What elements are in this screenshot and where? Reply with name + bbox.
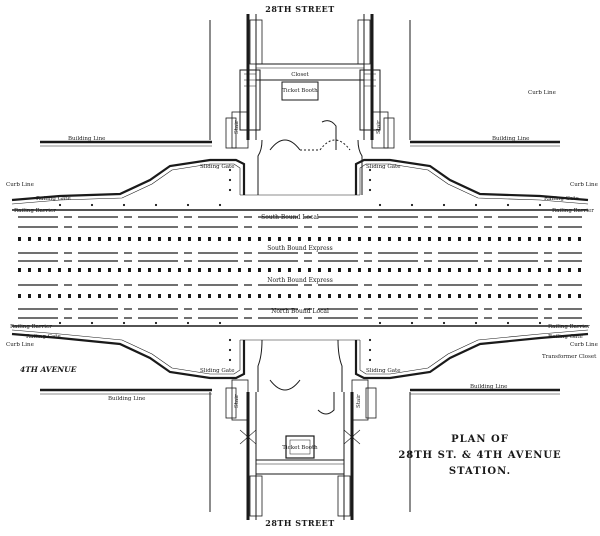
column-dot: [506, 203, 510, 207]
north-mezzanine: [239, 63, 381, 131]
column-dot: [378, 203, 382, 207]
column-dot: [410, 203, 414, 207]
column-dot: [154, 203, 158, 207]
column-dot: [506, 321, 510, 325]
title-line-1: PLAN OF: [451, 434, 509, 445]
stair-nw: Stair: [234, 120, 240, 134]
north-street-label: 28TH STREET: [265, 4, 334, 14]
column-dot: [186, 203, 190, 207]
curb-line-sw: Curb Line: [6, 342, 34, 348]
title-line-2: 28TH ST. & 4TH AVENUE: [398, 450, 561, 461]
column-dot: [122, 321, 126, 325]
column-dot: [442, 203, 446, 207]
column-dot: [228, 188, 232, 192]
column-dot: [122, 203, 126, 207]
column-dot: [474, 203, 478, 207]
column-dot: [228, 358, 232, 362]
railing-barrier-se: Railing Barrier: [548, 324, 590, 330]
column-dot: [90, 203, 94, 207]
south-platform: [11, 325, 589, 380]
column-dot: [154, 321, 158, 325]
column-dot: [228, 168, 232, 172]
sliding-gate-ne: Sliding Gate: [366, 164, 401, 170]
sliding-gate-nw: Sliding Gate: [200, 164, 235, 170]
south-street-walls: [209, 392, 411, 520]
column-dot: [368, 348, 372, 352]
column-dot: [218, 203, 222, 207]
column-dot: [228, 348, 232, 352]
railing-barrier-ne: Railing Barrier: [552, 208, 594, 214]
track-label-south-bound-express: South Bound Express: [267, 245, 332, 252]
column-dot: [410, 321, 414, 325]
transformer-closet-label: Transformer Closet: [542, 354, 597, 360]
building-line-ne: Building Line: [492, 136, 529, 142]
south-street-label: 28TH STREET: [265, 518, 334, 528]
curb-line-e: Curb Line: [528, 90, 556, 96]
column-dot: [368, 338, 372, 342]
column-dot: [90, 321, 94, 325]
sliding-gate-se: Sliding Gate: [366, 368, 401, 374]
ticket-booth-north: Ticket Booth: [282, 88, 318, 94]
column-dot: [218, 321, 222, 325]
column-dot: [368, 188, 372, 192]
railing-gate-ne: Railing Gate: [544, 196, 579, 202]
building-line-se: Building Line: [470, 384, 507, 390]
ticket-booth-south: Ticket Booth: [282, 445, 318, 451]
track-label-north-bound-express: North Bound Express: [267, 277, 333, 284]
column-dot: [186, 321, 190, 325]
column-dot: [378, 321, 382, 325]
tracks: [18, 216, 582, 319]
column-dot: [538, 321, 542, 325]
north-platform: [11, 158, 589, 211]
building-line-sw: Building Line: [108, 396, 145, 402]
column-dot: [538, 203, 542, 207]
north-building-lines: [40, 140, 560, 147]
railing-gate-nw: Railing Gate: [36, 196, 71, 202]
column-dot: [228, 338, 232, 342]
column-dot: [228, 178, 232, 182]
south-building-lines: [40, 388, 560, 395]
curb-line-se: Curb Line: [570, 342, 598, 348]
railing-barrier-sw: Railing Barrier: [10, 324, 52, 330]
column-dot: [442, 321, 446, 325]
south-mezzanine: [225, 339, 377, 517]
column-dot: [474, 321, 478, 325]
platform-columns: [58, 168, 542, 362]
building-line-nw: Building Line: [68, 136, 105, 142]
north-stairs: [225, 19, 395, 149]
closet-label: Closet: [291, 72, 309, 78]
track-label-north-bound-local: North Bound Local: [271, 308, 329, 315]
avenue-label: 4TH AVENUE: [20, 365, 77, 374]
stair-se: Stair: [356, 394, 362, 408]
stair-sw: Stair: [234, 394, 240, 408]
track-label-south-bound-local: South Bound Local: [261, 214, 319, 221]
curb-line-nw: Curb Line: [6, 182, 34, 188]
title-line-3: STATION.: [449, 466, 511, 477]
railing-barrier-nw: Railing Barrier: [14, 208, 56, 214]
column-dot: [368, 168, 372, 172]
north-ramp: [257, 120, 363, 195]
column-dot: [58, 203, 62, 207]
column-dot: [368, 358, 372, 362]
sliding-gate-sw: Sliding Gate: [200, 368, 235, 374]
stair-ne: Stair: [376, 120, 382, 134]
railing-gate-se: Railing Gate: [548, 334, 583, 340]
curb-line-ne: Curb Line: [570, 182, 598, 188]
column-dot: [58, 321, 62, 325]
railing-gate-sw: Railing Gate: [26, 334, 61, 340]
column-dot: [368, 178, 372, 182]
